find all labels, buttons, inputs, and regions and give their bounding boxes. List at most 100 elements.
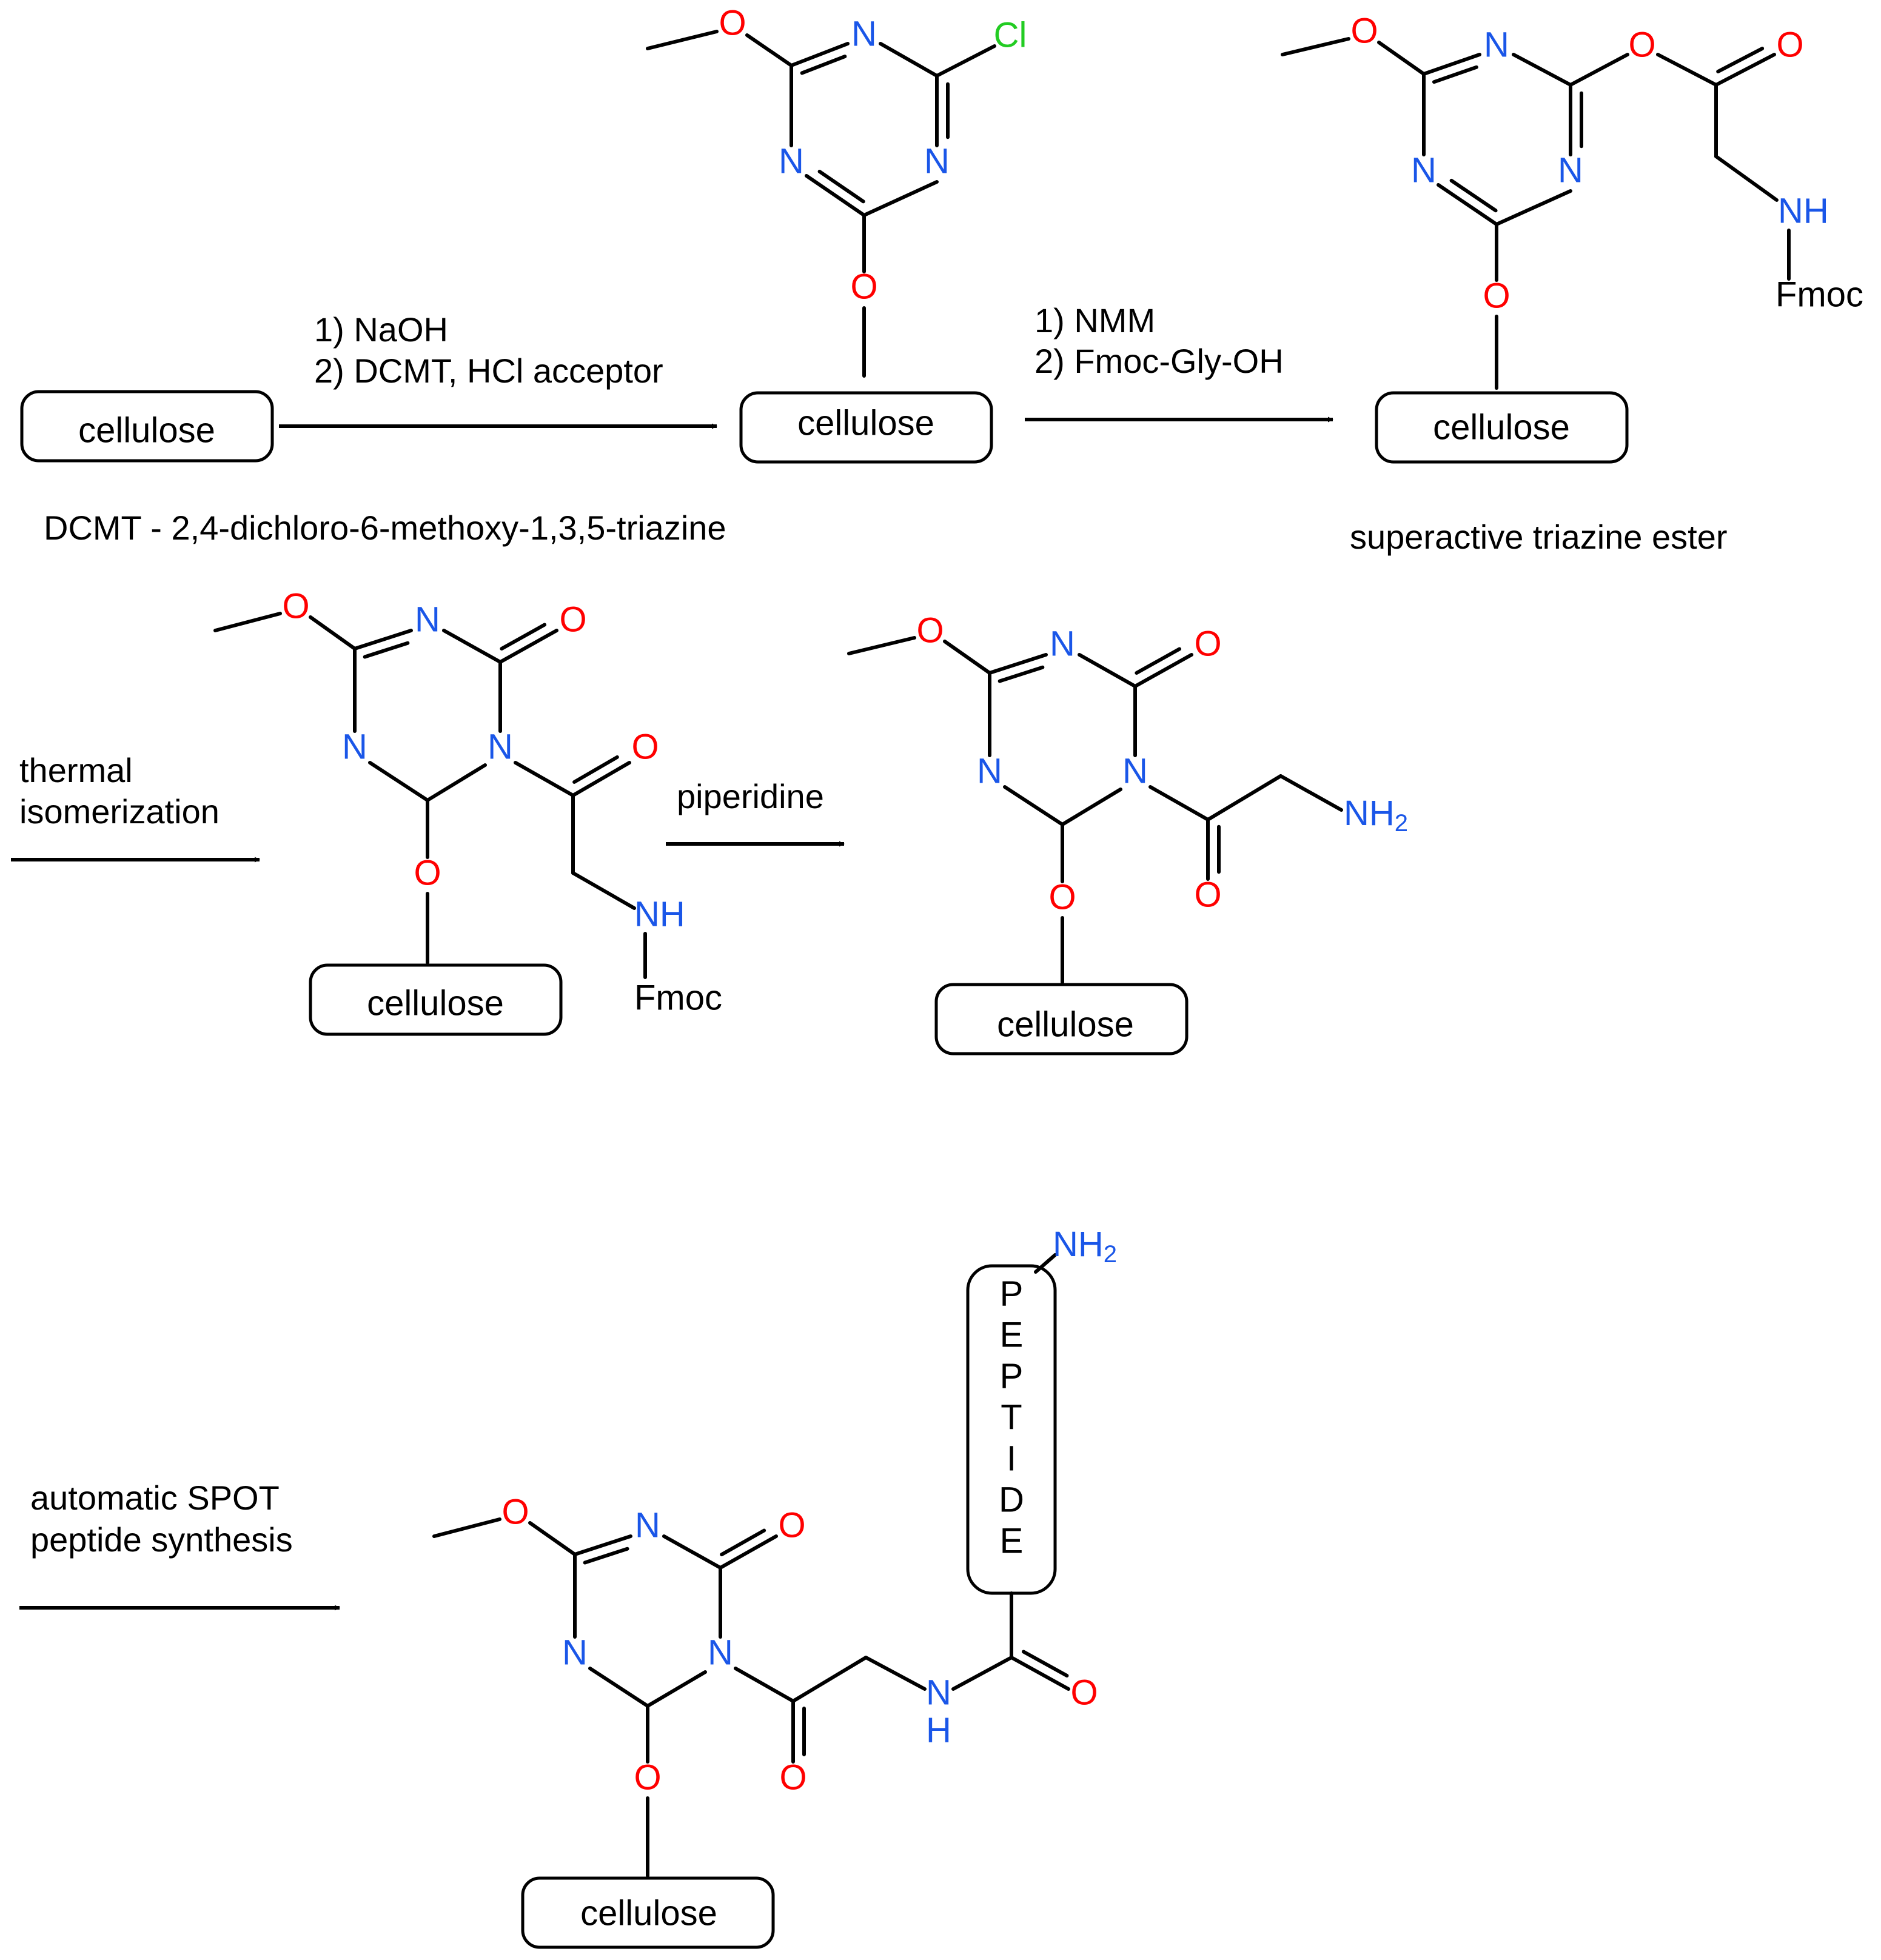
- step1-reagent-2: 2) DCMT, HCl acceptor: [314, 352, 663, 390]
- double-bond: [988, 653, 1048, 675]
- atom-cl: Cl: [994, 15, 1027, 55]
- cellulose-box: [1375, 391, 1629, 464]
- single-bond: [1148, 785, 1210, 821]
- bond-layer: [213, 30, 1791, 1878]
- reaction-step-5: automatic SPOT peptide synthesis: [19, 1479, 340, 1611]
- atom-n-ring: N: [635, 1505, 660, 1545]
- atom-n-ring: N: [851, 14, 877, 53]
- single-bond: [1279, 774, 1343, 812]
- single-bond: [646, 1670, 707, 1708]
- single-bond: [847, 636, 916, 655]
- peptide-box: [966, 1264, 1057, 1595]
- atom-n-ring: N: [924, 141, 950, 181]
- atom-n-ring: N: [488, 727, 513, 766]
- single-bond: [734, 1667, 795, 1703]
- atom-o-carbonyl: O: [1070, 1673, 1098, 1712]
- double-bond-inner: [363, 641, 410, 659]
- double-bond: [1714, 53, 1776, 87]
- double-bond: [573, 1534, 632, 1556]
- cellulose-label: cellulose: [78, 410, 215, 450]
- single-bond: [1078, 653, 1137, 688]
- atom-n-ring: N: [1411, 150, 1437, 190]
- single-bond: [1512, 53, 1572, 87]
- peptide-letter: E: [1000, 1315, 1024, 1354]
- double-bond-inner: [800, 55, 847, 75]
- atom-n-ring: N: [1484, 25, 1509, 64]
- structure-acyl-triazinone-fmoc: cellulose O N O N N O O NH Fmoc: [282, 586, 722, 1036]
- peptide-letter: P: [1000, 1356, 1024, 1396]
- atom-nh2: NH2: [1344, 794, 1408, 836]
- atom-o-methoxy: O: [719, 3, 746, 42]
- structure-triazine-ester: cellulose O N O O N N NH Fmoc O: [1350, 11, 1863, 464]
- single-bond: [864, 1656, 927, 1691]
- atom-o-ether: O: [414, 853, 441, 892]
- peptide-letter: I: [1007, 1439, 1016, 1478]
- single-bond: [528, 1521, 577, 1556]
- single-bond: [1569, 53, 1629, 87]
- single-bond: [442, 629, 502, 664]
- single-bond: [1061, 788, 1122, 826]
- reaction-step-4: piperidine: [666, 777, 845, 847]
- single-bond: [862, 180, 939, 217]
- cellulose-label: cellulose: [367, 983, 504, 1023]
- atom-o-methoxy: O: [916, 610, 944, 650]
- atom-o-methoxy: O: [282, 586, 309, 626]
- cellulose-box: [309, 963, 563, 1036]
- single-bond: [1656, 53, 1718, 87]
- reaction-step-1: 1) NaOH 2) DCMT, HCl acceptor: [279, 310, 717, 429]
- peptide-letter: T: [1001, 1397, 1022, 1437]
- single-bond: [1003, 785, 1064, 826]
- single-bond: [951, 1656, 1013, 1691]
- single-bond: [646, 30, 719, 50]
- cellulose-label: cellulose: [797, 403, 934, 443]
- double-bond: [353, 629, 413, 651]
- atom-n-ring: N: [562, 1633, 588, 1672]
- double-bond-inner: [720, 1528, 766, 1557]
- double-bond: [805, 174, 866, 217]
- single-bond: [1495, 189, 1572, 226]
- single-bond: [662, 1534, 722, 1570]
- double-bond-inner: [1432, 65, 1478, 84]
- single-bond: [426, 763, 487, 802]
- double-bond-inner: [998, 665, 1045, 683]
- single-bond: [943, 640, 991, 675]
- cellulose-label: cellulose: [1433, 407, 1570, 447]
- double-bond: [1422, 53, 1481, 76]
- dcmt-caption: DCMT - 2,4-dichloro-6-methoxy-1,3,5-tria…: [44, 509, 726, 547]
- single-bond: [213, 612, 282, 632]
- cellulose-label: cellulose: [580, 1893, 717, 1933]
- step2-reagent-1: 1) NMM: [1034, 301, 1155, 339]
- double-bond: [719, 1534, 778, 1570]
- reaction-step-3: thermal isomerization: [11, 751, 260, 863]
- double-bond: [498, 629, 558, 664]
- double-bond-inner: [1449, 178, 1498, 213]
- atom-o-carbonyl: O: [631, 727, 659, 766]
- peptide-letter: E: [1000, 1521, 1024, 1560]
- double-bond: [790, 42, 850, 67]
- single-bond: [935, 44, 996, 78]
- double-bond-inner: [1021, 1650, 1069, 1678]
- atom-o-methoxy: O: [1350, 11, 1378, 50]
- atom-o-ether: O: [850, 267, 877, 306]
- single-bond: [432, 1517, 501, 1538]
- step3-condition-2: isomerization: [19, 792, 220, 831]
- atom-o-ester: O: [1628, 25, 1655, 64]
- single-bond: [1714, 155, 1779, 202]
- atom-nh: NH: [1778, 191, 1829, 230]
- single-bond: [1377, 41, 1426, 76]
- atom-o-methoxy: O: [501, 1492, 529, 1531]
- step5-process-2: peptide synthesis: [30, 1520, 293, 1559]
- atom-o-carbonyl: O: [1194, 875, 1221, 914]
- atom-n-amide: N: [926, 1673, 951, 1712]
- atom-o-carbonyl: O: [559, 600, 586, 639]
- single-bond: [1034, 1253, 1057, 1274]
- atom-o-ether: O: [634, 1758, 661, 1797]
- single-bond: [368, 761, 429, 802]
- atom-n-ring: N: [1122, 751, 1148, 791]
- cellulose-box: [20, 390, 274, 463]
- double-bond-inner: [1135, 647, 1182, 675]
- fmoc-group: Fmoc: [634, 978, 722, 1017]
